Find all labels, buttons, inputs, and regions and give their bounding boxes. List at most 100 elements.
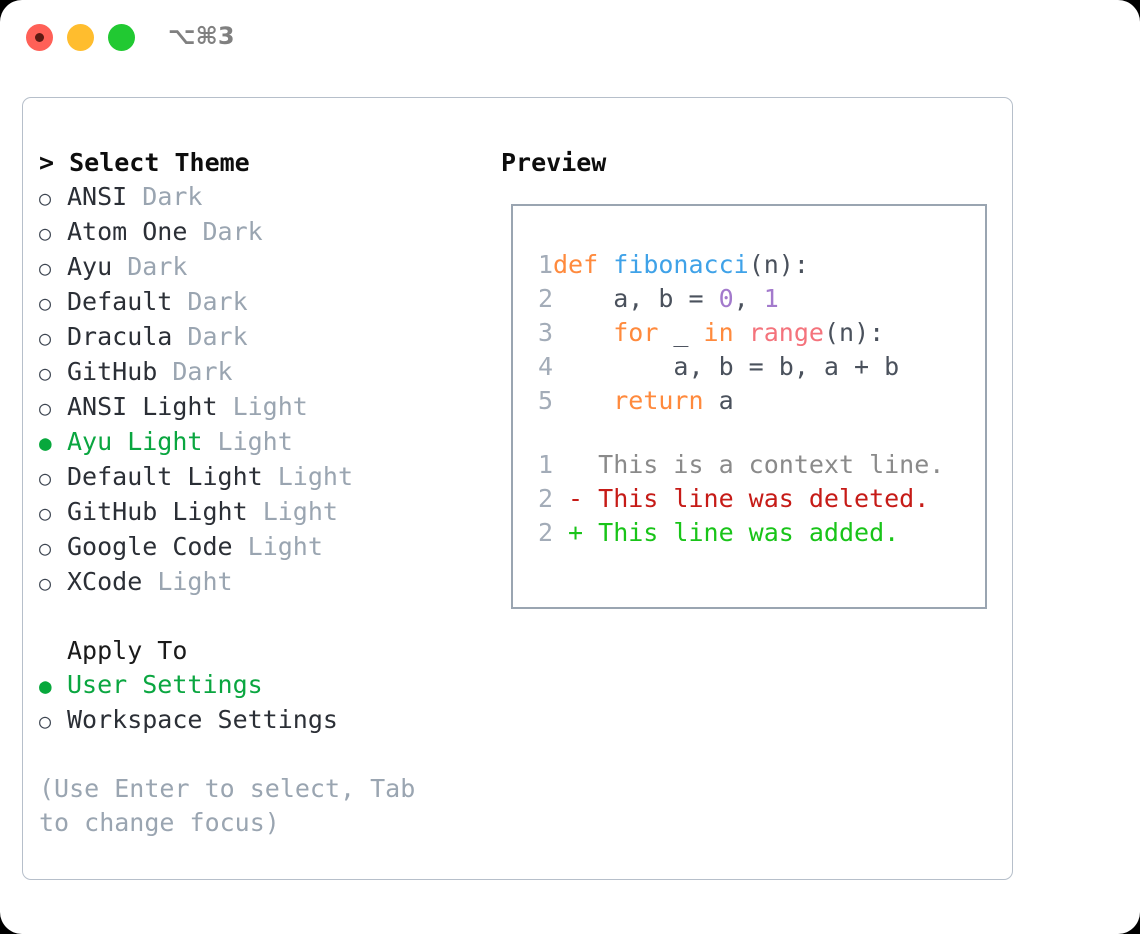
option-row[interactable]: ○Ayu Dark: [39, 250, 499, 285]
radio-selected-icon[interactable]: ●: [39, 674, 52, 698]
line-number: 1: [537, 450, 553, 479]
line-number: 2: [537, 518, 553, 547]
diff-line: 2 - This line was deleted.: [525, 482, 944, 516]
option-row[interactable]: ○ Default Dark: [39, 285, 499, 320]
code-token: def: [553, 250, 599, 279]
option-variant-label: Dark: [127, 252, 188, 281]
code-blank-line: [525, 418, 944, 448]
option-variant-spacer: [187, 215, 202, 249]
code-token: 1: [763, 284, 779, 313]
option-variant-spacer: [142, 565, 157, 599]
option-row[interactable]: ○ Default Light Light: [39, 460, 499, 495]
option-label: Ayu Light: [67, 427, 203, 456]
radio-unselected-icon[interactable]: ○: [39, 536, 52, 560]
option-label: Workspace Settings: [67, 705, 338, 734]
option-variant-spacer: [172, 285, 187, 319]
option-variant-spacer: [218, 390, 233, 424]
code-token: [598, 250, 613, 279]
option-variant-label: Dark: [187, 322, 248, 351]
code-token: _: [658, 318, 704, 347]
code-token: [734, 318, 749, 347]
option-row[interactable]: ○ Dracula Dark: [39, 320, 499, 355]
line-number: 2: [537, 484, 553, 513]
radio-unselected-icon[interactable]: ○: [39, 186, 52, 210]
option-row[interactable]: ○ GitHub Dark: [39, 355, 499, 390]
apply-to-option-list: ● User Settings ○ Workspace Settings: [39, 668, 499, 738]
dialog-card: > Select Theme ○ANSI Dark○Atom One Dark○…: [22, 97, 1013, 880]
option-row[interactable]: ○XCode Light: [39, 565, 499, 600]
option-variant-label: Light: [262, 497, 338, 526]
radio-unselected-icon[interactable]: ○: [39, 256, 52, 280]
option-variant-spacer: [202, 425, 217, 459]
diff-line: 2 + This line was added.: [525, 516, 944, 550]
theme-option-list: ○ANSI Dark○Atom One Dark○Ayu Dark○Defaul…: [39, 180, 499, 600]
radio-unselected-icon[interactable]: ○: [39, 361, 52, 385]
code-token: a: [703, 386, 734, 415]
select-theme-heading: > Select Theme: [39, 148, 250, 177]
radio-selected-icon[interactable]: ●: [39, 431, 52, 455]
option-variant-label: Light: [217, 427, 293, 456]
option-variant-label: Dark: [202, 217, 263, 246]
keyboard-hint-text: (Use Enter to select, Tab to change focu…: [39, 774, 416, 837]
code-token: (n):: [748, 250, 809, 279]
radio-unselected-icon[interactable]: ○: [39, 501, 52, 525]
option-label: User Settings: [67, 670, 263, 699]
option-row[interactable]: ○ ANSI Dark: [39, 180, 499, 215]
code-line: 5 return a: [525, 384, 944, 418]
option-variant-spacer: [263, 460, 278, 494]
code-token: for: [613, 318, 659, 347]
section-spacer: [39, 600, 499, 634]
radio-unselected-icon[interactable]: ○: [39, 291, 52, 315]
radio-unselected-icon[interactable]: ○: [39, 709, 52, 733]
option-variant-label: Dark: [172, 357, 233, 386]
option-variant-label: Dark: [187, 287, 248, 316]
option-label: ANSI: [67, 182, 128, 211]
code-line: 1def fibonacci(n):: [525, 248, 944, 282]
minimize-button-icon[interactable]: [67, 24, 94, 51]
code-token: a, b = b, a + b: [553, 352, 900, 381]
option-label: Google Code: [67, 532, 233, 561]
code-line: 2 a, b = 0, 1: [525, 282, 944, 316]
maximize-button-icon[interactable]: [108, 24, 135, 51]
option-label: Default: [67, 287, 173, 316]
option-label: Default Light: [67, 462, 263, 491]
option-label: GitHub: [67, 357, 158, 386]
option-variant-label: Dark: [142, 182, 203, 211]
option-row[interactable]: ○ Workspace Settings: [39, 703, 499, 738]
option-row[interactable]: ○ Atom One Dark: [39, 215, 499, 250]
code-token: return: [613, 386, 704, 415]
code-token: - This line was deleted.: [553, 484, 930, 513]
option-label: Atom One: [67, 217, 188, 246]
radio-unselected-icon[interactable]: ○: [39, 396, 52, 420]
option-label: Dracula: [67, 322, 173, 351]
preview-heading: Preview: [501, 148, 607, 177]
radio-unselected-icon[interactable]: ○: [39, 571, 52, 595]
code-token: in: [703, 318, 734, 347]
close-button-icon[interactable]: [26, 24, 53, 51]
apply-to-heading: Apply To: [67, 636, 188, 665]
title-bar: ⌥⌘3: [0, 0, 1140, 78]
radio-unselected-icon[interactable]: ○: [39, 466, 52, 490]
option-label: ANSI Light: [67, 392, 218, 421]
radio-unselected-icon[interactable]: ○: [39, 326, 52, 350]
radio-unselected-icon[interactable]: ○: [39, 221, 52, 245]
code-token: 0: [718, 284, 734, 313]
option-variant-spacer: [233, 530, 248, 564]
code-line: 4 a, b = b, a + b: [525, 350, 944, 384]
diff-line: 1 This is a context line.: [525, 448, 944, 482]
option-row[interactable]: ● User Settings: [39, 668, 499, 703]
option-row[interactable]: ○ ANSI Light Light: [39, 390, 499, 425]
option-row[interactable]: ○GitHub Light Light: [39, 495, 499, 530]
option-row[interactable]: ● Ayu Light Light: [39, 425, 499, 460]
keyboard-shortcut-label: ⌥⌘3: [168, 22, 235, 50]
code-token: [553, 386, 613, 415]
option-variant-label: Light: [232, 392, 308, 421]
option-row[interactable]: ○Google Code Light: [39, 530, 499, 565]
option-variant-label: Light: [277, 462, 353, 491]
line-number: 5: [537, 386, 553, 415]
code-token: ,: [733, 284, 764, 313]
line-number: 1: [537, 250, 553, 279]
